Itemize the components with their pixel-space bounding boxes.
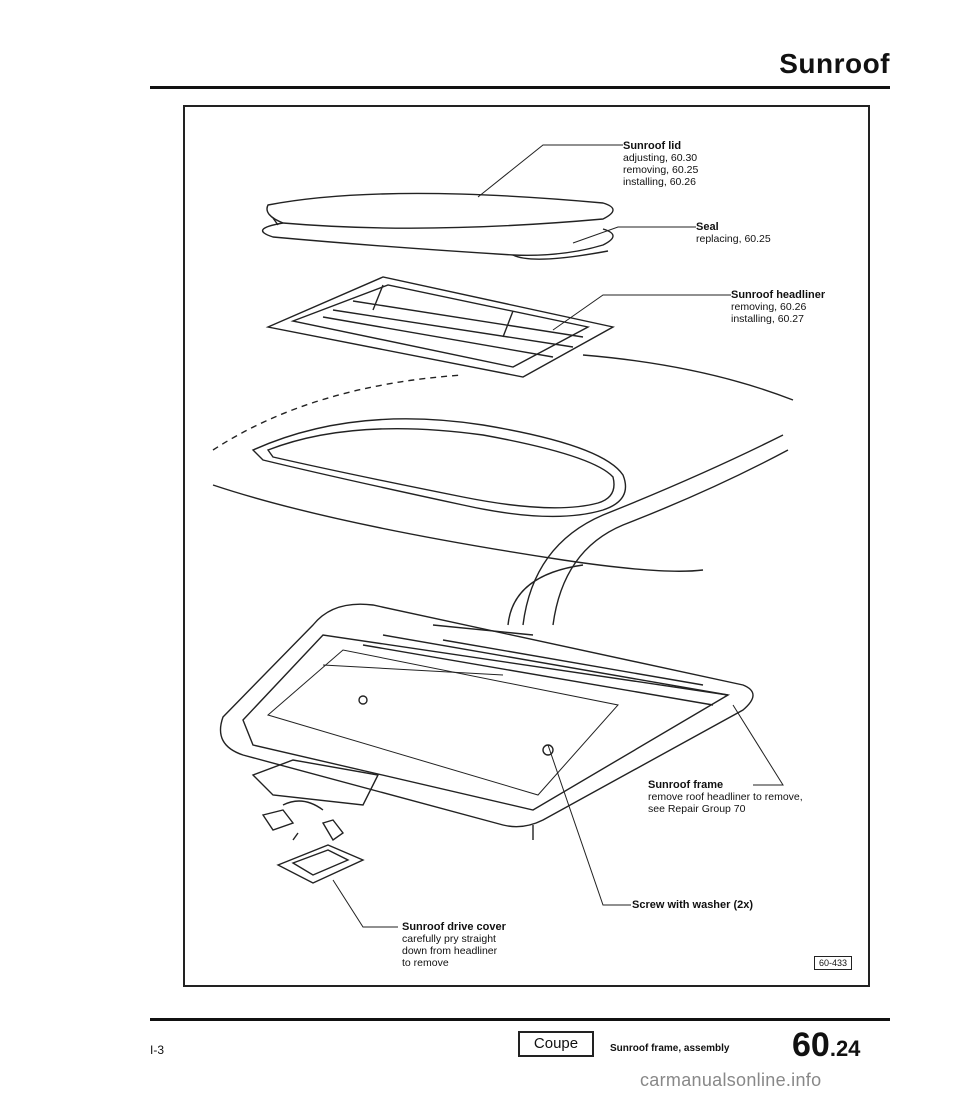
callout-seal-head: Seal — [696, 221, 719, 233]
model-box: Coupe — [518, 1031, 594, 1057]
callout-frame-head: Sunroof frame — [648, 779, 724, 791]
sunroof-lid-drawing — [266, 192, 614, 229]
footer-rule — [150, 1018, 890, 1021]
callout-sunroof-lid-line: installing, 60.26 — [623, 176, 696, 188]
figure-frame — [183, 105, 870, 987]
roof-opening-drawing — [212, 354, 794, 626]
callout-screw-head: Screw with washer (2x) — [632, 899, 754, 911]
callout-sunroof-lid: Sunroof lid adjusting, 60.30 removing, 6… — [623, 140, 698, 188]
seal-drawing — [261, 222, 614, 260]
sunroof-frame-drawing — [219, 603, 754, 840]
callout-seal: Seal replacing, 60.25 — [696, 221, 771, 245]
section-number-minor: .24 — [829, 1036, 861, 1061]
callout-sunroof-headliner: Sunroof headliner removing, 60.26 instal… — [731, 289, 825, 325]
figure-number: 60-433 — [814, 956, 853, 970]
callout-drive-line: carefully pry straight — [402, 933, 496, 945]
callout-sunroof-lid-line: removing, 60.25 — [623, 164, 699, 176]
callout-sunroof-frame: Sunroof frame remove roof headliner to r… — [648, 779, 803, 815]
callout-headliner-head: Sunroof headliner — [731, 289, 826, 301]
callout-sunroof-drive-cover: Sunroof drive cover carefully pry straig… — [402, 921, 506, 969]
callout-seal-line: replacing, 60.25 — [696, 233, 771, 245]
callout-drive-head: Sunroof drive cover — [402, 921, 506, 933]
callout-drive-line: to remove — [402, 957, 449, 969]
callout-drive-line: down from headliner — [402, 945, 498, 957]
header-rule — [150, 86, 890, 89]
drive-parts-drawing — [251, 759, 380, 884]
callout-headliner-line: installing, 60.27 — [731, 313, 804, 325]
watermark: carmanualsonline.info — [640, 1070, 822, 1090]
page-reference: I-3 — [150, 1043, 165, 1057]
callout-frame-line: see Repair Group 70 — [648, 803, 746, 815]
section-number: 60.24 — [792, 1026, 860, 1065]
callout-headliner-line: removing, 60.26 — [731, 301, 807, 313]
leader-lines — [332, 144, 784, 928]
footer-caption: Sunroof frame, assembly — [610, 1043, 730, 1054]
exploded-diagram — [212, 144, 794, 928]
headliner-drawing — [265, 276, 615, 378]
page-title: Sunroof — [779, 48, 890, 79]
callout-sunroof-lid-line: adjusting, 60.30 — [623, 152, 698, 164]
callout-frame-line: remove roof headliner to remove, — [648, 791, 803, 803]
section-number-major: 60 — [792, 1026, 830, 1064]
callout-sunroof-lid-head: Sunroof lid — [623, 140, 682, 152]
callout-screw-with-washer: Screw with washer (2x) — [632, 899, 753, 911]
